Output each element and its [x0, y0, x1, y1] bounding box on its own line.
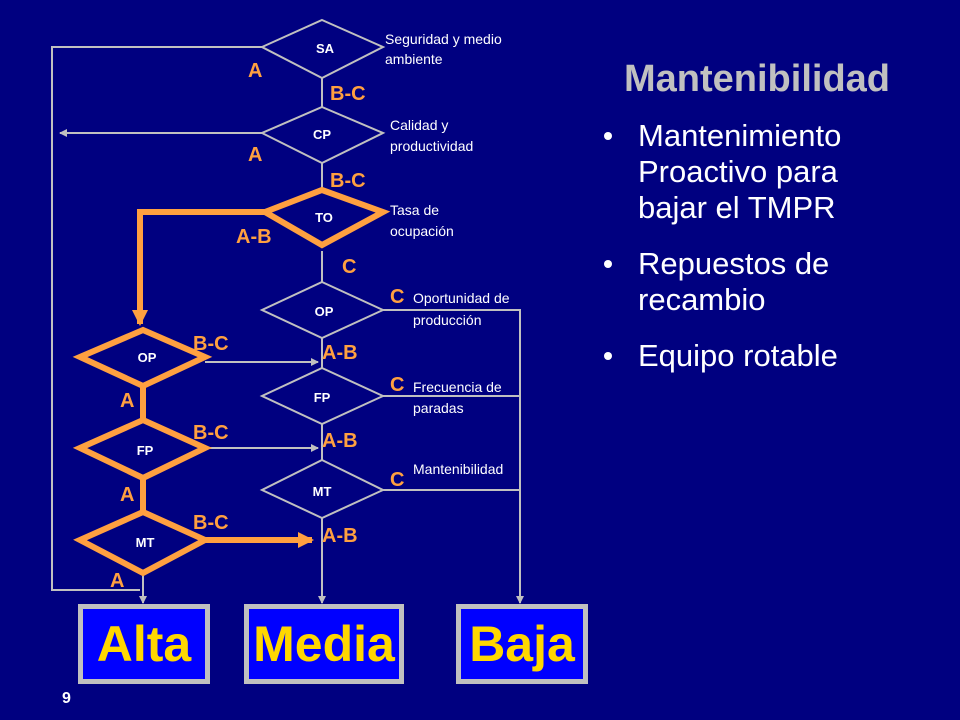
label-bc-sa: B-C — [330, 83, 366, 105]
label-a-cp: A — [248, 144, 262, 166]
diamond-left-mt — [73, 508, 212, 577]
node-to: TO — [315, 210, 333, 225]
label-ab-mt: A-B — [322, 525, 358, 547]
label-bc-left-op: B-C — [193, 333, 229, 355]
diamond-fp — [259, 366, 386, 426]
bullet-list: Mantenimiento Proactivo para bajar el TM… — [600, 118, 900, 394]
bullet-item: Equipo rotable — [600, 338, 900, 374]
desc-cp-2: productividad — [390, 138, 473, 154]
label-ab-to: A-B — [236, 226, 272, 248]
desc-to-2: ocupación — [390, 223, 454, 239]
diamond-left-fp — [72, 416, 213, 482]
outcome-baja-label: Baja — [469, 616, 575, 672]
desc-op-1: Oportunidad de — [413, 290, 510, 306]
outcome-baja-box: Baja — [456, 604, 588, 684]
desc-fp-1: Frecuencia de — [413, 379, 502, 395]
desc-cp-1: Calidad y — [390, 117, 448, 133]
diamond-cp — [259, 105, 386, 165]
bullet-text: Repuestos de recambio — [638, 246, 830, 317]
diamond-op — [259, 280, 386, 340]
node-left-op: OP — [138, 350, 157, 365]
node-cp: CP — [313, 127, 331, 142]
label-c-op: C — [390, 286, 404, 308]
node-left-fp: FP — [137, 443, 154, 458]
desc-sa-1: Seguridad y medio — [385, 31, 502, 47]
node-fp: FP — [314, 390, 331, 405]
label-c-fp: C — [390, 374, 404, 396]
node-op: OP — [315, 304, 334, 319]
bullet-item: Mantenimiento Proactivo para bajar el TM… — [600, 118, 900, 226]
bullet-item: Repuestos de recambio — [600, 246, 900, 318]
bullet-dot-icon — [604, 260, 612, 268]
slide-title: Mantenibilidad — [624, 58, 890, 100]
diamond-mt — [259, 458, 386, 520]
arrow-op-baja — [383, 309, 524, 604]
bullet-dot-icon — [604, 132, 612, 140]
desc-sa-2: ambiente — [385, 51, 443, 67]
label-bc-left-fp: B-C — [193, 422, 229, 444]
outcome-alta-label: Alta — [96, 616, 192, 672]
diamond-to — [258, 186, 391, 249]
label-c-mt: C — [390, 469, 404, 491]
desc-to-1: Tasa de — [390, 202, 439, 218]
label-a-left-op: A — [120, 390, 134, 412]
highlight-arrow-to-op — [132, 209, 265, 326]
label-ab-fp: A-B — [322, 430, 358, 452]
outcome-media-box: Media — [244, 604, 404, 684]
page-number: 9 — [62, 690, 71, 707]
label-bc-cp: B-C — [330, 170, 366, 192]
label-a-left-fp: A — [120, 484, 134, 506]
bullet-dot-icon — [604, 352, 612, 360]
node-sa: SA — [316, 41, 335, 56]
outcome-media-label: Media — [253, 616, 395, 672]
diamond-left-op — [72, 326, 213, 390]
outcome-alta-box: Alta — [78, 604, 210, 684]
desc-mt-1: Mantenibilidad — [413, 461, 503, 477]
bullet-text: Equipo rotable — [638, 338, 838, 373]
label-a-sa: A — [248, 60, 262, 82]
node-mt: MT — [313, 484, 332, 499]
desc-op-2: producción — [413, 312, 482, 328]
label-ab-op: A-B — [322, 342, 358, 364]
label-a-left-mt: A — [110, 570, 124, 592]
desc-fp-2: paradas — [413, 400, 464, 416]
node-left-mt: MT — [136, 535, 155, 550]
label-bc-left-mt: B-C — [193, 512, 229, 534]
label-c-to: C — [342, 256, 356, 278]
diamond-sa — [259, 18, 386, 80]
loop-sa-alta — [51, 46, 262, 591]
bullet-text: Mantenimiento Proactivo para bajar el TM… — [638, 118, 842, 225]
